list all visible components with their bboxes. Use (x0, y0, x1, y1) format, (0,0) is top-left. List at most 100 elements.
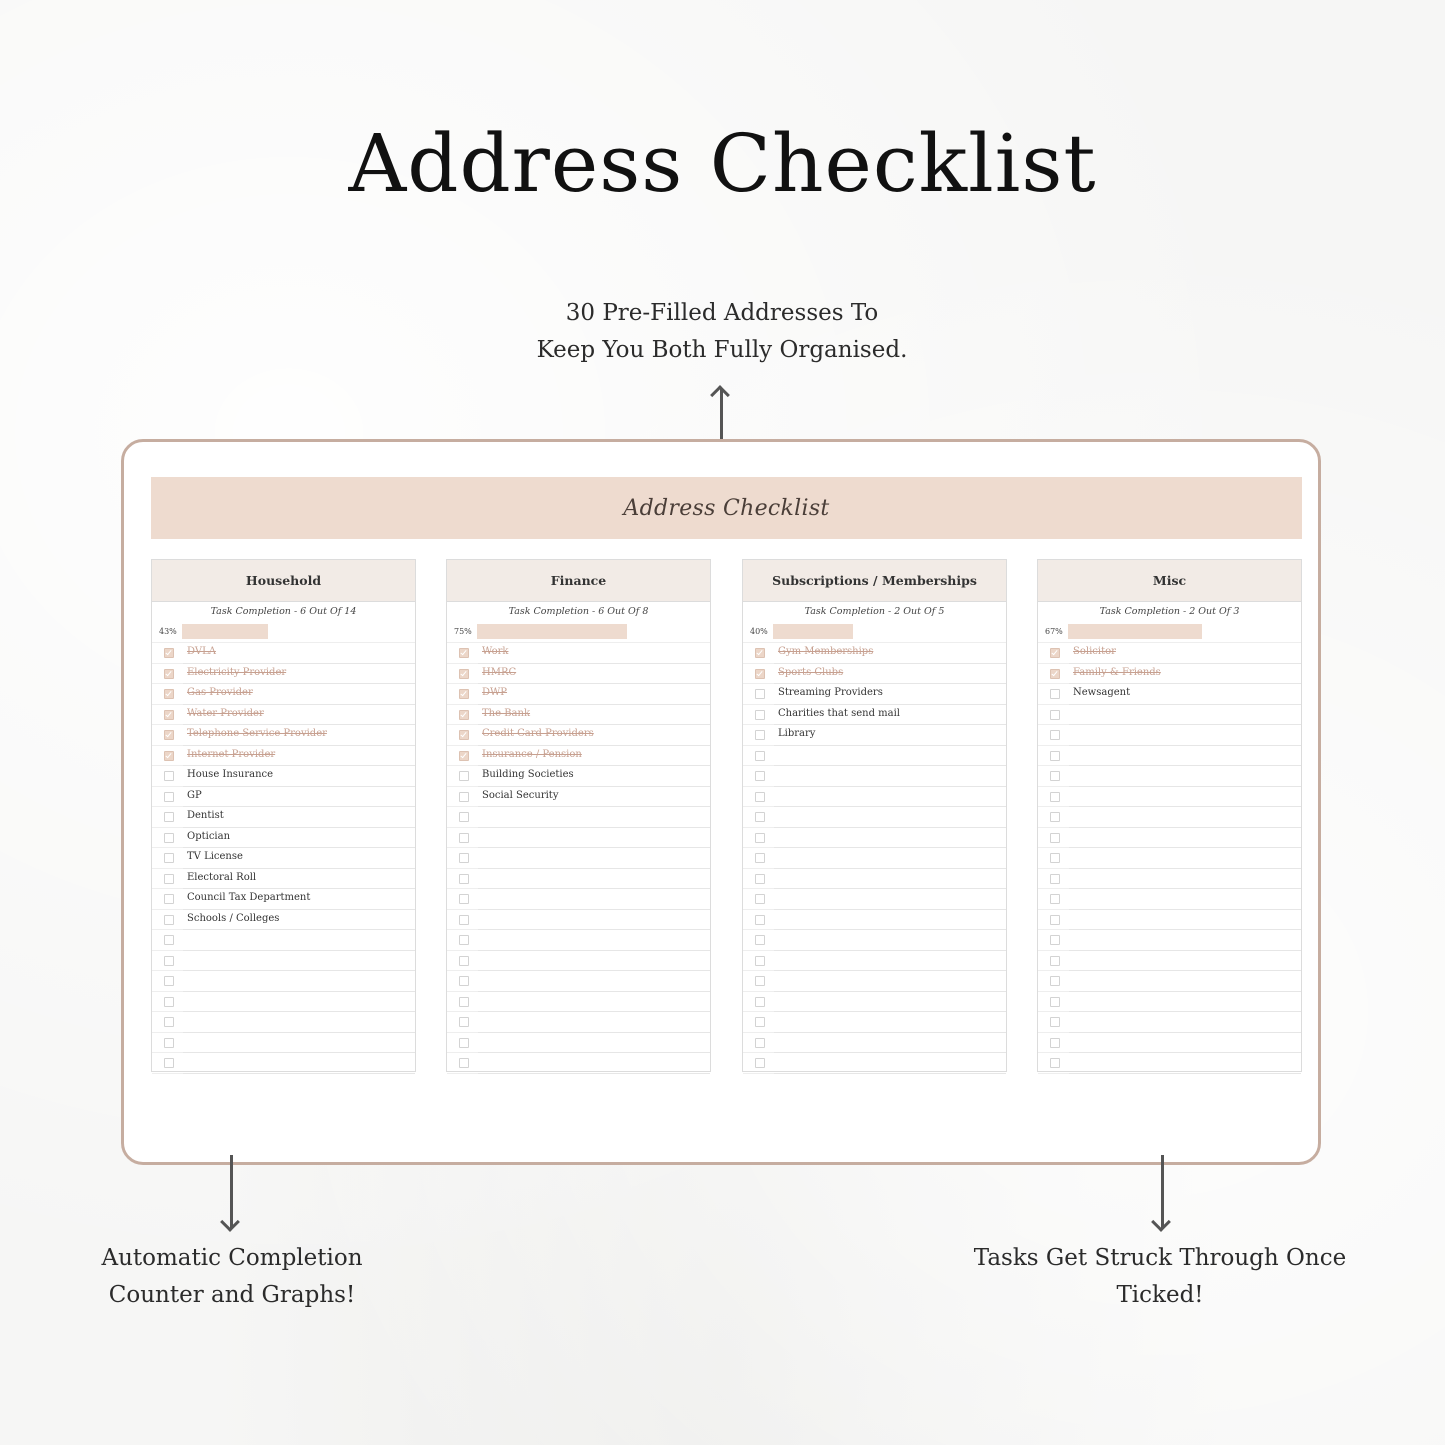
checkbox[interactable] (164, 648, 174, 658)
task-label[interactable]: Social Security (482, 789, 559, 801)
checkbox[interactable] (164, 791, 174, 802)
checkbox[interactable] (459, 1017, 469, 1027)
checkbox[interactable] (459, 791, 469, 802)
task-label[interactable]: Telephone Service Provider (187, 728, 327, 739)
checkbox[interactable] (755, 955, 765, 966)
task-label[interactable]: Library (778, 728, 816, 739)
checkbox[interactable] (755, 894, 765, 904)
checkbox[interactable] (459, 832, 469, 843)
checkbox[interactable] (459, 935, 469, 945)
checkbox[interactable] (459, 709, 469, 720)
checkbox[interactable] (755, 771, 765, 781)
checkbox[interactable] (1050, 648, 1060, 658)
checkbox[interactable] (1050, 812, 1060, 822)
task-label[interactable]: Building Societies (482, 769, 574, 780)
checkbox[interactable] (1050, 935, 1060, 945)
checkbox[interactable] (164, 668, 174, 679)
checkbox[interactable] (164, 689, 174, 699)
checkbox[interactable] (1050, 1058, 1060, 1068)
task-label[interactable]: Schools / Colleges (187, 912, 280, 924)
checkbox[interactable] (1050, 709, 1060, 720)
checkbox[interactable] (164, 1058, 174, 1068)
task-label[interactable]: Electoral Roll (187, 871, 257, 883)
task-label[interactable]: Insurance / Pension (482, 748, 582, 760)
task-label[interactable]: Electricity Provider (187, 666, 287, 678)
checkbox[interactable] (459, 689, 469, 699)
checkbox[interactable] (164, 914, 174, 925)
checkbox[interactable] (1050, 730, 1060, 740)
checkbox[interactable] (1050, 791, 1060, 802)
checkbox[interactable] (755, 832, 765, 843)
checkbox[interactable] (459, 955, 469, 966)
checkbox[interactable] (164, 935, 174, 945)
task-label[interactable]: Optician (187, 830, 231, 842)
task-label[interactable]: TV License (187, 851, 243, 862)
checkbox[interactable] (1050, 873, 1060, 884)
checkbox[interactable] (1050, 771, 1060, 781)
checkbox[interactable] (755, 689, 765, 699)
checkbox[interactable] (164, 812, 174, 822)
checkbox[interactable] (459, 894, 469, 904)
task-label[interactable]: The Bank (482, 707, 531, 719)
checkbox[interactable] (459, 1037, 469, 1048)
checkbox[interactable] (1050, 1037, 1060, 1048)
task-label[interactable]: DVLA (187, 646, 216, 657)
checkbox[interactable] (1050, 832, 1060, 843)
checkbox[interactable] (459, 812, 469, 822)
task-label[interactable]: Council Tax Department (187, 892, 311, 903)
checkbox[interactable] (459, 730, 469, 740)
checkbox[interactable] (164, 730, 174, 740)
task-label[interactable]: Dentist (187, 810, 224, 821)
checkbox[interactable] (164, 873, 174, 884)
checkbox[interactable] (459, 853, 469, 863)
checkbox[interactable] (459, 750, 469, 761)
checkbox[interactable] (755, 853, 765, 863)
checkbox[interactable] (1050, 1017, 1060, 1027)
checkbox[interactable] (755, 750, 765, 761)
task-label[interactable]: Sports Clubs (778, 666, 844, 678)
checkbox[interactable] (459, 771, 469, 781)
checkbox[interactable] (1050, 689, 1060, 699)
checkbox[interactable] (1050, 750, 1060, 761)
checkbox[interactable] (755, 914, 765, 925)
checkbox[interactable] (164, 771, 174, 781)
checkbox[interactable] (459, 668, 469, 679)
task-label[interactable]: Family & Friends (1073, 666, 1161, 678)
task-label[interactable]: Credit Card Providers (482, 728, 594, 739)
checkbox[interactable] (459, 976, 469, 986)
task-label[interactable]: Streaming Providers (778, 687, 883, 698)
checkbox[interactable] (459, 914, 469, 925)
checkbox[interactable] (164, 853, 174, 863)
task-label[interactable]: Work (482, 646, 509, 657)
task-label[interactable]: Charities that send mail (778, 707, 901, 719)
task-label[interactable]: Newsagent (1073, 687, 1131, 698)
checkbox[interactable] (1050, 853, 1060, 863)
checkbox[interactable] (755, 812, 765, 822)
checkbox[interactable] (164, 996, 174, 1007)
task-label[interactable]: Gas Provider (187, 687, 253, 698)
checkbox[interactable] (755, 1017, 765, 1027)
checkbox[interactable] (164, 894, 174, 904)
task-label[interactable]: DWP (482, 687, 508, 698)
checkbox[interactable] (755, 648, 765, 658)
task-label[interactable]: Gym Memberships (778, 646, 874, 657)
checkbox[interactable] (755, 668, 765, 679)
checkbox[interactable] (459, 1058, 469, 1068)
task-label[interactable]: House Insurance (187, 769, 274, 780)
checkbox[interactable] (755, 1037, 765, 1048)
checkbox[interactable] (164, 832, 174, 843)
task-label[interactable]: Water Provider (187, 707, 264, 719)
checkbox[interactable] (755, 730, 765, 740)
checkbox[interactable] (755, 976, 765, 986)
checkbox[interactable] (459, 873, 469, 884)
checkbox[interactable] (459, 648, 469, 658)
checkbox[interactable] (1050, 914, 1060, 925)
checkbox[interactable] (755, 791, 765, 802)
task-label[interactable]: Solicitor (1073, 646, 1116, 657)
checkbox[interactable] (755, 873, 765, 884)
checkbox[interactable] (164, 1037, 174, 1048)
checkbox[interactable] (164, 976, 174, 986)
checkbox[interactable] (1050, 955, 1060, 966)
task-label[interactable]: HMRC (482, 666, 517, 678)
task-label[interactable]: Internet Provider (187, 748, 276, 760)
